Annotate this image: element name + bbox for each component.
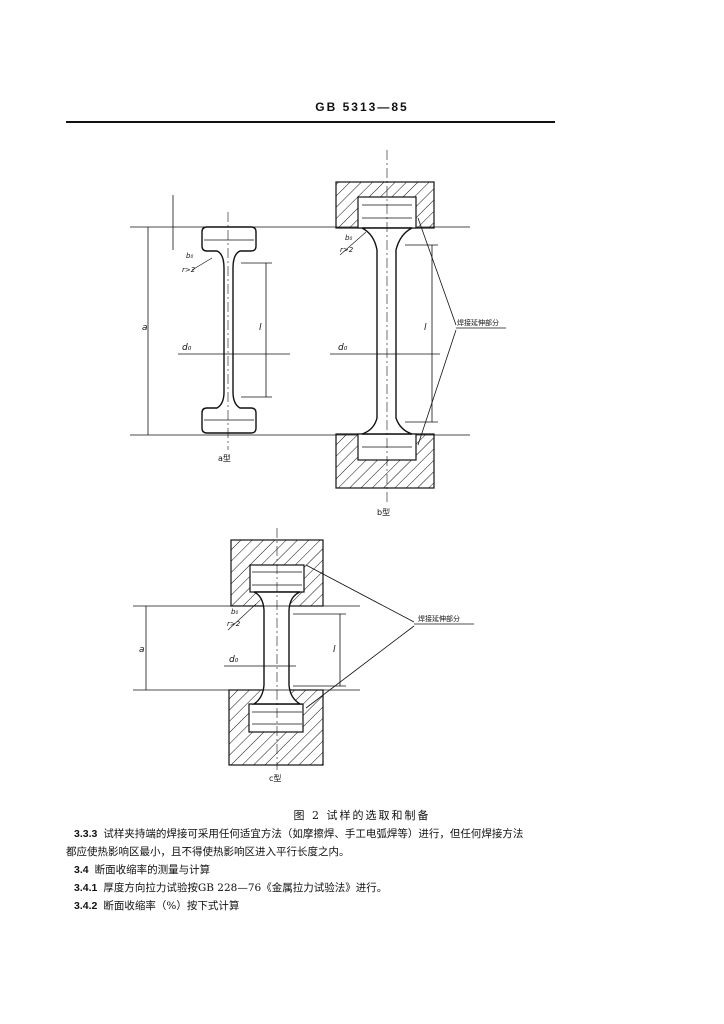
figure-caption: 图 2 试样的选取和制备 [293,809,431,822]
label-l-dim-b: l [424,323,427,333]
figure-2-drawing: a l d₀ b₀ r>2 a型 焊接延伸部分 l d₀ b₀ r>2 b型 [130,150,506,783]
header-rule [66,121,555,123]
specimen-a: a l d₀ b₀ r>2 a型 [130,195,470,463]
label-c-type: c型 [269,774,281,783]
label-r: r>2 [182,266,196,274]
clause-number: 3.3.3 [74,828,98,840]
paragraph-3-3-3-cont: 都应使热影响区最小，且不得使热影响区进入平行长度之内。 [66,846,350,859]
paragraph-text: 断面收缩率（%）按下式计算 [103,900,240,912]
label-a-dim-c: a [139,645,145,655]
clause-number: 3.4.2 [74,900,98,912]
label-d0-b: d₀ [338,343,348,353]
label-l-dim-c: l [333,645,336,655]
heading-3-4: 3.4 断面收缩率的测量与计算 [74,864,210,877]
label-b0-b: b₀ [345,234,352,242]
label-d0: d₀ [182,343,192,353]
specimen-c: 焊接延伸部分 a l d₀ b₀ r>2 c型 [133,528,474,783]
paragraph-text: 厚度方向拉力试验按GB 228—76《金属拉力试验法》进行。 [103,882,388,894]
clause-number: 3.4.1 [74,882,98,894]
paragraph-3-4-1: 3.4.1 厚度方向拉力试验按GB 228—76《金属拉力试验法》进行。 [74,882,387,895]
specimen-a-outline [201,226,257,434]
label-b-type: b型 [377,508,390,517]
weld-extension-label-1: 焊接延伸部分 [457,318,499,327]
specimen-c-outline [251,591,303,705]
label-d0-c: d₀ [229,655,239,665]
clause-number: 3.4 [74,864,89,876]
paragraph-3-3-3: 3.3.3 试样夹持端的焊接可采用任何适宜方法（如摩擦焊、手工电弧焊等）进行，但任… [74,828,523,841]
label-r-c: r>2 [227,620,241,628]
label-b0: b₀ [186,252,193,260]
weld-extension-label-2: 焊接延伸部分 [418,614,460,623]
standard-header: GB 5313—85 [315,100,409,114]
specimen-b: 焊接延伸部分 l d₀ b₀ r>2 b型 [330,150,506,517]
label-r-b: r>2 [340,246,354,254]
paragraph-3-4-2: 3.4.2 断面收缩率（%）按下式计算 [74,900,239,913]
label-a-dim: a [142,323,148,333]
label-a-type: a型 [218,454,231,463]
paragraph-text: 都应使热影响区最小，且不得使热影响区进入平行长度之内。 [66,846,350,858]
label-b0-c: b₀ [231,608,238,616]
heading-text: 断面收缩率的测量与计算 [94,864,211,876]
label-l-dim: l [259,323,262,333]
paragraph-text: 试样夹持端的焊接可采用任何适宜方法（如摩擦焊、手工电弧焊等）进行，但任何焊接方法 [103,828,524,840]
